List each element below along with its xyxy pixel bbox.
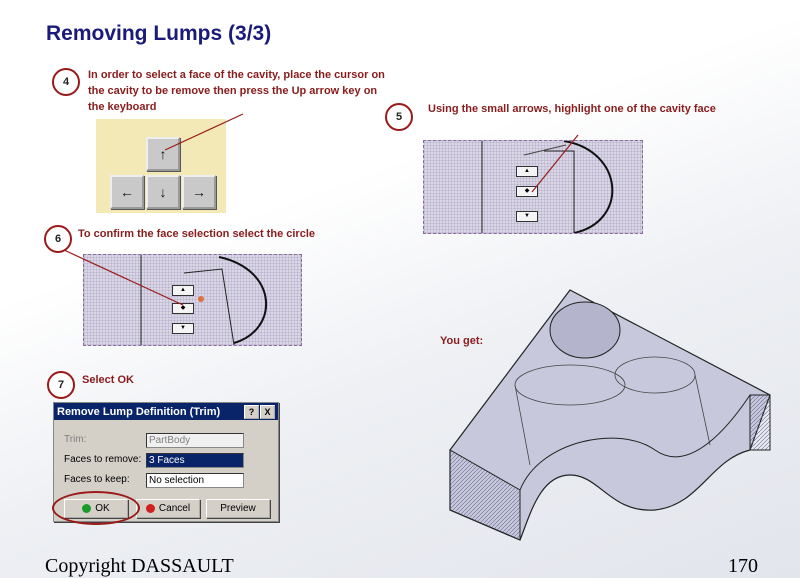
faces-to-keep-field[interactable]: No selection (146, 473, 244, 488)
small-arrow-icon: ▲ (516, 166, 538, 177)
close-button[interactable]: X (260, 405, 275, 419)
cancel-icon (145, 504, 155, 513)
step-4-text: In order to select a face of the cavity,… (88, 69, 385, 113)
ok-highlight-ellipse (52, 491, 140, 525)
faces-to-keep-label: Faces to keep: (64, 474, 130, 485)
circle-sketch (140, 255, 268, 346)
cancel-button[interactable]: Cancel (136, 499, 200, 518)
right-arrow-key: → (182, 175, 216, 209)
step-5-badge: 5 (385, 103, 413, 131)
preview-button[interactable]: Preview (206, 499, 270, 518)
small-arrow-icon: ◆ (172, 303, 194, 314)
dialog-title: Remove Lump Definition (Trim) (57, 405, 221, 418)
page-title: Removing Lumps (3/3) (46, 22, 272, 45)
faces-to-remove-field[interactable]: 3 Faces (146, 453, 244, 468)
result-label: You get: (440, 335, 484, 347)
arrow-keys-image: ↑ ← ↓ → (96, 119, 226, 213)
small-arrow-icon: ▼ (516, 211, 538, 222)
step-4-badge: 4 (52, 68, 80, 96)
down-arrow-key: ↓ (146, 175, 180, 209)
step-6-text: To confirm the face selection select the… (78, 228, 315, 240)
cavity-face-highlight-image: ▲ ◆ ▼ (423, 140, 643, 234)
small-arrow-icon: ◆ (516, 186, 538, 197)
confirm-circle-image: ▲ ◆ ▼ (83, 254, 302, 346)
left-arrow-key: ← (110, 175, 144, 209)
dialog-title-bar: Remove Lump Definition (Trim) (54, 403, 278, 420)
help-button[interactable]: ? (244, 405, 259, 419)
cancel-label: Cancel (158, 503, 191, 514)
step-7-badge: 7 (47, 371, 75, 399)
step-6-badge: 6 (44, 225, 72, 253)
selection-circle-icon (198, 296, 204, 302)
step-7-text: Select OK (82, 374, 134, 386)
faces-to-remove-label: Faces to remove: (64, 454, 142, 465)
step-5-text: Using the small arrows, highlight one of… (428, 103, 716, 115)
trim-field[interactable]: PartBody (146, 433, 244, 448)
cavity-sketch (481, 140, 614, 234)
small-arrow-icon: ▼ (172, 323, 194, 334)
trim-label: Trim: (64, 434, 87, 445)
copyright-text: Copyright DASSAULT (45, 555, 234, 577)
page-number: 170 (728, 555, 758, 577)
result-part-image (449, 289, 771, 541)
small-arrow-icon: ▲ (172, 285, 194, 296)
up-arrow-key: ↑ (146, 137, 180, 171)
